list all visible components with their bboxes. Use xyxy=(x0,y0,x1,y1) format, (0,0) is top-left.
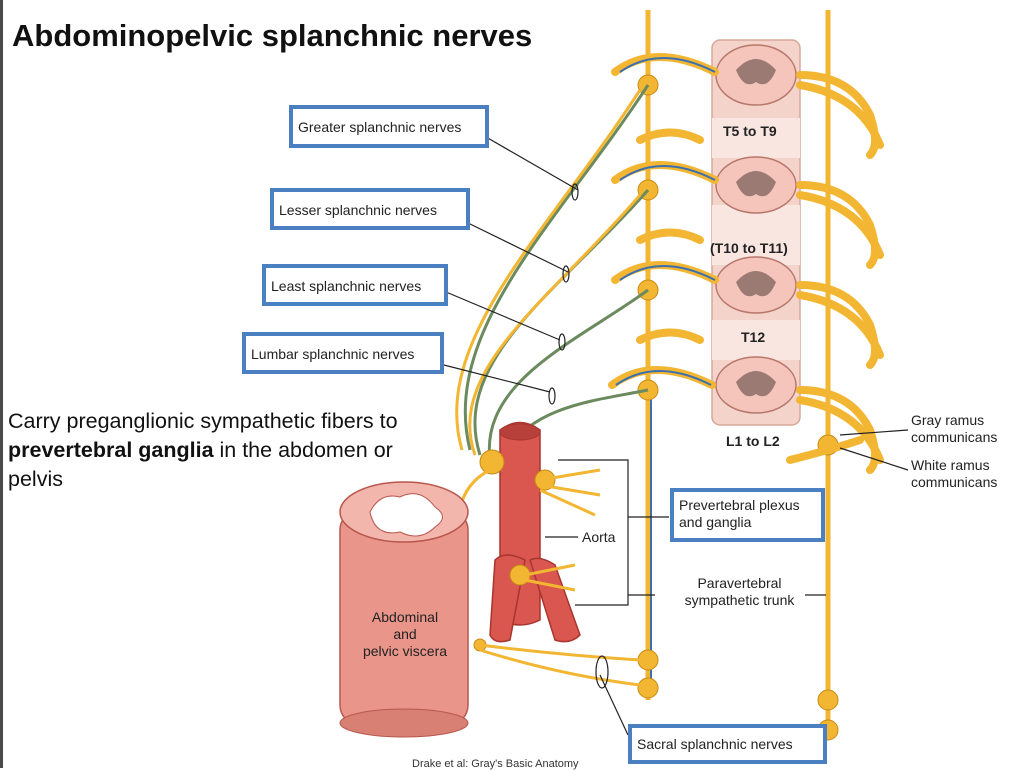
page-title: Abdominopelvic splanchnic nerves xyxy=(12,18,533,53)
cord-section-3 xyxy=(715,256,797,314)
label-paravertebral-line1: Paravertebral xyxy=(697,575,782,591)
label-gray-ramus: Gray ramus communicans xyxy=(911,412,997,446)
label-paravertebral-trunk: Paravertebral sympathetic trunk xyxy=(672,575,807,609)
cord-section-4 xyxy=(715,356,797,414)
label-viscera-line1: Abdominal xyxy=(371,609,439,625)
segment-l1-l2: L1 to L2 xyxy=(726,433,780,449)
label-sacral-splanchnic: Sacral splanchnic nerves xyxy=(628,724,827,764)
label-gray-ramus-line2: communicans xyxy=(911,429,998,445)
nerve-loop-markers xyxy=(548,183,609,689)
leader-lines xyxy=(439,136,909,736)
segment-t10-t11: (T10 to T11) xyxy=(710,240,788,256)
label-lumbar-splanchnic: Lumbar splanchnic nerves xyxy=(242,332,444,374)
label-gray-ramus-line1: Gray ramus xyxy=(911,412,985,428)
label-viscera: Abdominal and pelvic viscera xyxy=(350,609,460,660)
cord-section-2 xyxy=(715,156,797,214)
label-prevertebral-plexus: Prevertebral plexus and ganglia xyxy=(670,488,825,542)
label-viscera-line3: pelvic viscera xyxy=(362,643,448,659)
cord-section-1 xyxy=(715,44,797,106)
label-greater-splanchnic: Greater splanchnic nerves xyxy=(289,105,489,148)
segment-t5-t9: T5 to T9 xyxy=(723,123,777,139)
aorta-vessel xyxy=(489,421,581,643)
label-white-ramus-line2: communicans xyxy=(911,474,998,490)
spinal-cord xyxy=(711,39,801,426)
label-viscera-line2: and xyxy=(393,626,417,642)
label-white-ramus-line1: White ramus xyxy=(911,457,990,473)
slide-left-border xyxy=(0,0,3,768)
label-least-splanchnic: Least splanchnic nerves xyxy=(262,264,448,306)
source-citation: Drake et al: Gray's Basic Anatomy xyxy=(412,758,579,770)
label-lesser-splanchnic: Lesser splanchnic nerves xyxy=(270,188,470,230)
blue-fibers xyxy=(615,57,716,386)
caption-prefix: Carry preganglionic sympathetic fibers t… xyxy=(8,409,398,433)
plexus-branches xyxy=(438,468,641,687)
label-white-ramus: White ramus communicans xyxy=(911,457,997,491)
label-aorta: Aorta xyxy=(582,529,616,545)
label-prevertebral-line1: Prevertebral plexus xyxy=(679,497,800,513)
caption-emphasis: prevertebral ganglia xyxy=(8,438,214,462)
sympathetic-trunks xyxy=(645,10,831,740)
label-prevertebral-line2: and ganglia xyxy=(679,514,752,530)
viscera-tube xyxy=(339,481,469,738)
segment-t12: T12 xyxy=(741,329,766,345)
label-paravertebral-line2: sympathetic trunk xyxy=(684,592,795,608)
caption-text: Carry preganglionic sympathetic fibers t… xyxy=(8,407,408,494)
caption-suffix: in the abdomen or pelvis xyxy=(8,438,393,491)
